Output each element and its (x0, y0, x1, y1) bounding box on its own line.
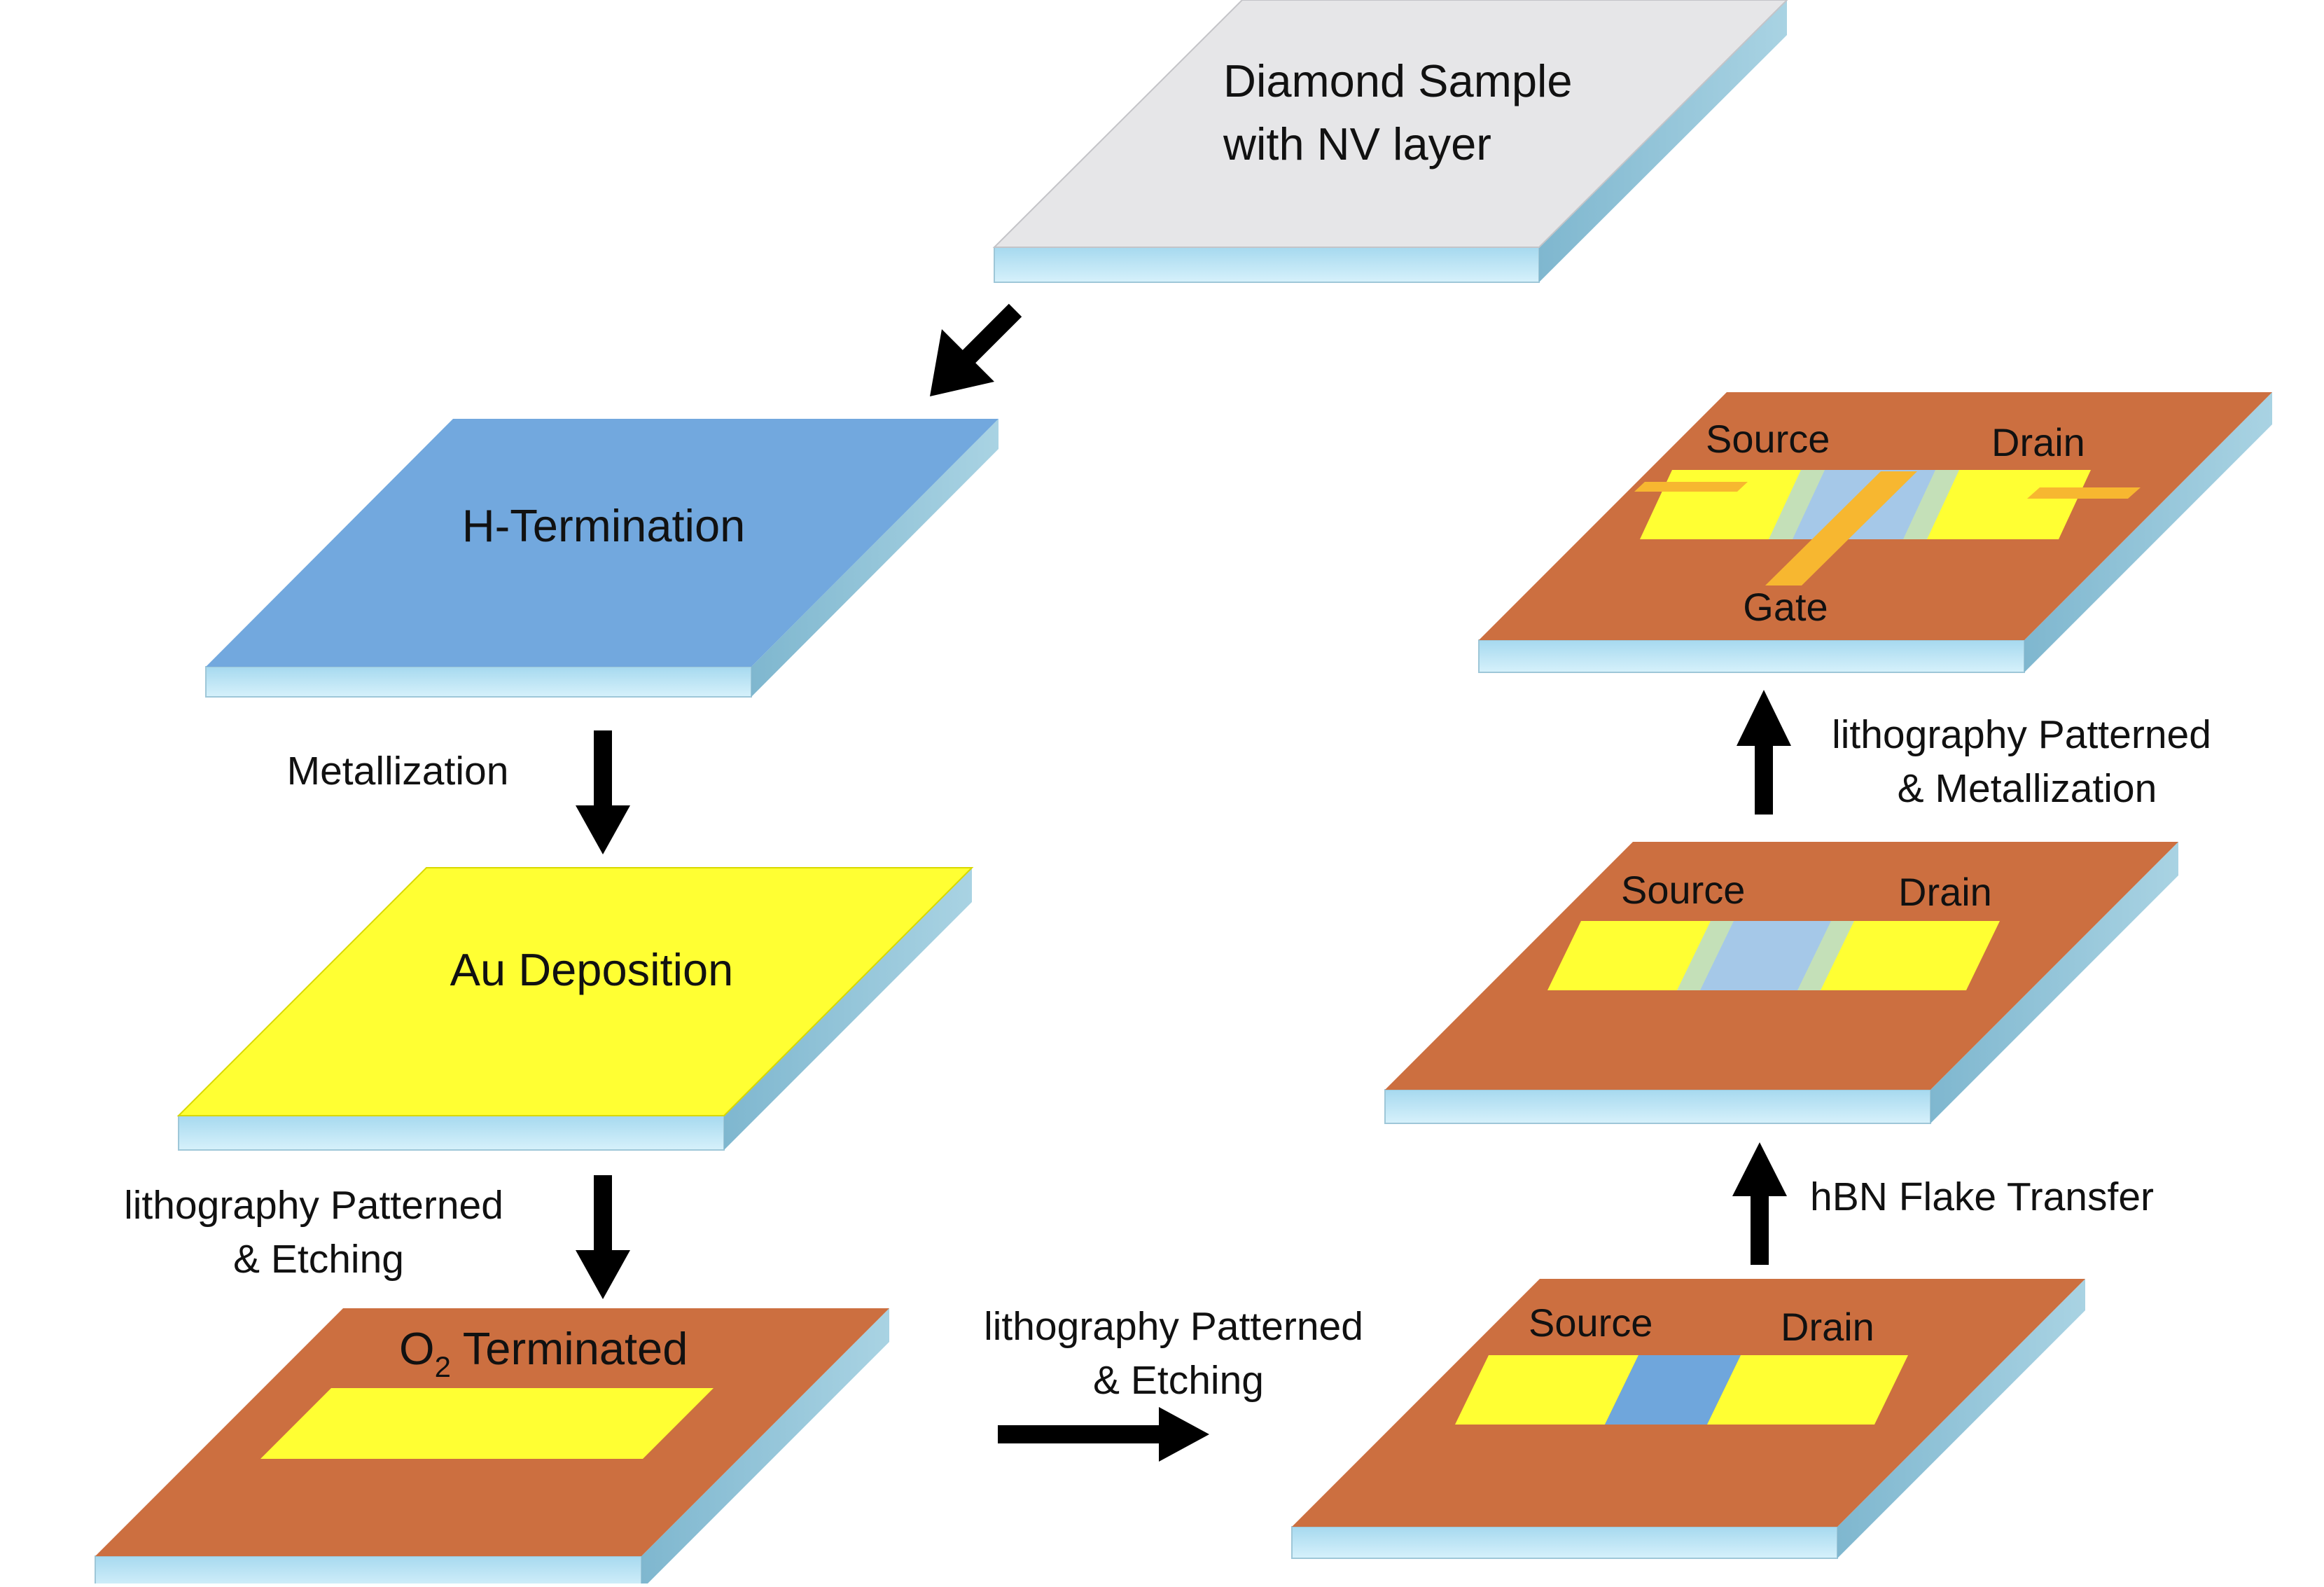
au-slab-front (178, 1115, 725, 1151)
arrow-litho-metal (1737, 690, 1791, 815)
hbn-slab-side (1930, 842, 2178, 1123)
drain-pad (1707, 1355, 1908, 1425)
h-slab-side (751, 419, 999, 697)
step-final-device: Source Drain Gate (1478, 392, 2272, 673)
h-slab-front (205, 666, 752, 698)
drain-label: Drain (1898, 870, 1992, 914)
litho-metal-line1: lithography Patterned (1832, 712, 2211, 757)
source-label: Source (1621, 868, 1745, 912)
diamond-slab-top (992, 0, 1788, 248)
diamond-label-line1: Diamond Sample (1223, 55, 1573, 106)
step-hbn-transferred: Source Drain (1384, 842, 2178, 1124)
step-source-drain: Source Drain (1291, 1279, 2085, 1559)
step-h-termination: H-Termination (205, 419, 999, 698)
litho-etch-1-line1: lithography Patterned (124, 1183, 503, 1228)
diamond-slab-side (1539, 0, 1787, 282)
drain-pad (1800, 921, 2000, 990)
h-termination-label: H-Termination (462, 500, 746, 551)
step-o2-terminated: O2 Terminated (95, 1308, 889, 1587)
au-slab-top (176, 867, 974, 1116)
step-diamond-sample: Diamond Sample with NV layer (992, 0, 1788, 283)
step-au-deposition: Au Deposition (176, 867, 974, 1151)
source-pad (1547, 921, 1731, 990)
h-terminated-channel (1605, 1355, 1741, 1425)
final-slab-side (2024, 392, 2272, 672)
final-slab-front (1478, 639, 2025, 673)
hbn-flake-transfer-label: hBN Flake Transfer (1810, 1174, 2154, 1219)
litho-etch-1-line2: & Etching (233, 1237, 404, 1282)
o2-terminated-label: O2 Terminated (399, 1323, 688, 1383)
arrow-metallization (576, 730, 630, 854)
o2-slab-front (95, 1555, 642, 1587)
arrow-diamond-to-h-termination (930, 303, 1022, 396)
metallization-label: Metallization (287, 749, 509, 794)
o2-slab-side (641, 1308, 889, 1587)
source-label: Source (1706, 417, 1830, 461)
au-slab-side (724, 868, 972, 1150)
litho-metal-line2: & Metallization (1898, 766, 2157, 811)
diamond-label-line2: with NV layer (1223, 118, 1491, 169)
arrow-hbn-transfer (1732, 1142, 1787, 1265)
h-slab-top (206, 419, 999, 667)
gate-electrode (1765, 471, 1917, 585)
au-deposition-label: Au Deposition (450, 944, 734, 995)
hbn-flake (1700, 921, 1831, 990)
source-label: Source (1529, 1301, 1652, 1345)
sd-slab-front (1291, 1526, 1838, 1559)
hbn-slab-front (1384, 1089, 1931, 1124)
diamond-slab-front (994, 247, 1540, 283)
source-lead (1634, 482, 1748, 492)
source-pad (1455, 1355, 1638, 1425)
gate-label: Gate (1743, 585, 1828, 629)
arrow-litho-etch-2 (998, 1407, 1209, 1462)
gold-pad (260, 1388, 714, 1459)
sd-slab-side (1837, 1279, 2085, 1558)
drain-label: Drain (1991, 420, 2085, 464)
drain-lead (2027, 487, 2141, 499)
drain-label: Drain (1781, 1305, 1874, 1349)
arrow-litho-etch-1 (576, 1175, 630, 1299)
litho-etch-2-line1: lithography Patterned (984, 1304, 1363, 1349)
litho-etch-2-line2: & Etching (1093, 1358, 1264, 1403)
